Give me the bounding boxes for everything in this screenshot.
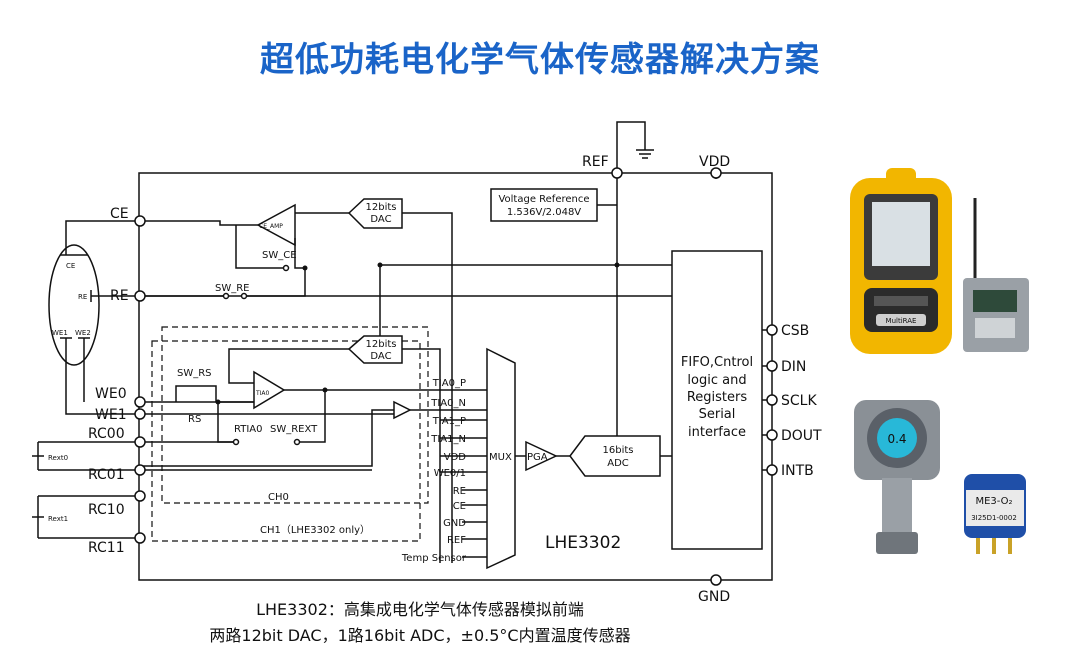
mux-label: MUX [489, 452, 512, 463]
pin-ce-label: CE [110, 206, 129, 222]
tia-label: TIA0 [255, 390, 270, 397]
page-title: 超低功耗电化学气体传感器解决方案 [260, 40, 820, 80]
logic-line-2: Registers [687, 390, 748, 405]
fixed-detector-display: 0.4 [887, 432, 906, 446]
sensor-re-label: RE [78, 293, 87, 301]
ce-amp-label: CE_AMP [259, 223, 283, 230]
pin-rc01-label: RC01 [88, 467, 125, 483]
adc-line2: ADC [607, 458, 629, 469]
buffer [393, 400, 412, 420]
caption-line-2: 两路12bit DAC，1路16bit ADC，±0.5°C内置温度传感器 [209, 626, 631, 645]
pin-sclk-label: SCLK [781, 393, 817, 409]
gas-sensor [48, 244, 100, 366]
pga [525, 440, 558, 472]
pin-we1-label: WE1 [95, 407, 127, 423]
chip-name: LHE3302 [545, 533, 621, 553]
mux-block [486, 347, 516, 570]
sensor-we1-label: WE1 [52, 329, 68, 337]
caption-line-1: LHE3302：高集成电化学气体传感器模拟前端 [256, 600, 584, 619]
multirae-label: MultiRAE [886, 317, 917, 325]
dac-bottom-line2: DAC [370, 351, 391, 362]
sw-re-label: SW_RE [215, 283, 250, 294]
logic-line-0: FIFO,Cntrol [681, 355, 753, 370]
pin-re-label: RE [110, 288, 129, 304]
ce-amp [256, 203, 296, 247]
sw-rext-label: SW_REXT [270, 424, 318, 435]
mux-input-9: REF [447, 535, 466, 546]
rext0-label: Rext0 [48, 454, 68, 462]
rs-label: RS [188, 414, 201, 425]
pin-ref-label: REF [582, 154, 609, 170]
ch0-label: CH0 [268, 492, 289, 503]
sw-rs-label: SW_RS [177, 368, 212, 379]
o2-sensor-code: 3I25D1-0002 [971, 514, 1017, 522]
mux-input-0: TIA0_P [432, 378, 466, 389]
dac-top-line2: DAC [370, 214, 391, 225]
fixed-gas-detector-photo: 0.4 [854, 400, 940, 554]
o2-sensor-label: ME3-O₂ [975, 496, 1012, 507]
mux-input-2: TIA1_P [432, 416, 466, 427]
sensor-ce-label: CE [66, 262, 75, 270]
pin-rc11-label: RC11 [88, 540, 125, 556]
adc [569, 435, 661, 477]
ch0-box [161, 326, 429, 504]
mux-input-7: CE [453, 501, 466, 512]
mux-input-1: TIA0_N [430, 398, 466, 409]
multirae-detector-photo: MultiRAE [850, 168, 952, 354]
pin-gnd-label: GND [698, 589, 730, 605]
ch1-box [151, 340, 421, 542]
logic-line-4: interface [688, 425, 746, 440]
pin-din-label: DIN [781, 359, 806, 375]
mux-input-4: VDD [444, 452, 467, 463]
mux-input-8: GND [443, 518, 466, 529]
mux-input-10: Temp Sensor [401, 553, 467, 564]
rext1-label: Rext1 [48, 515, 68, 523]
logic-line-3: Serial [699, 407, 736, 422]
pin-rc10-label: RC10 [88, 502, 125, 518]
dac-top-line1: 12bits [366, 202, 397, 213]
chip-outline [138, 172, 773, 581]
rtia-label: RTIA0 [234, 424, 262, 435]
sw-ce-label: SW_CE [262, 250, 297, 261]
tia-amp [253, 370, 286, 410]
mux-input-3: TIA1_N [430, 434, 466, 445]
vref-line1: Voltage Reference [498, 194, 589, 205]
o2-sensor-photo: ME3-O₂ 3I25D1-0002 [964, 474, 1026, 554]
logic-line-1: logic and [687, 373, 746, 388]
portable-analyzer-photo [963, 198, 1029, 352]
pin-we0-label: WE0 [95, 386, 127, 402]
ch1-label: CH1（LHE3302 only） [260, 524, 370, 536]
pin-rc00-label: RC00 [88, 426, 125, 442]
dac-bottom-line1: 12bits [366, 339, 397, 350]
sensor-we2-label: WE2 [75, 329, 91, 337]
pin-vdd-label: VDD [699, 154, 730, 170]
mux-input-5: WE0/1 [434, 468, 466, 479]
vref-line2: 1.536V/2.048V [507, 207, 581, 218]
adc-line1: 16bits [603, 445, 634, 456]
pin-intb-label: INTB [781, 463, 814, 479]
pin-csb-label: CSB [781, 323, 809, 339]
pin-dout-label: DOUT [781, 428, 822, 444]
pga-label: PGA [527, 452, 548, 463]
mux-input-6: RE [453, 486, 466, 497]
